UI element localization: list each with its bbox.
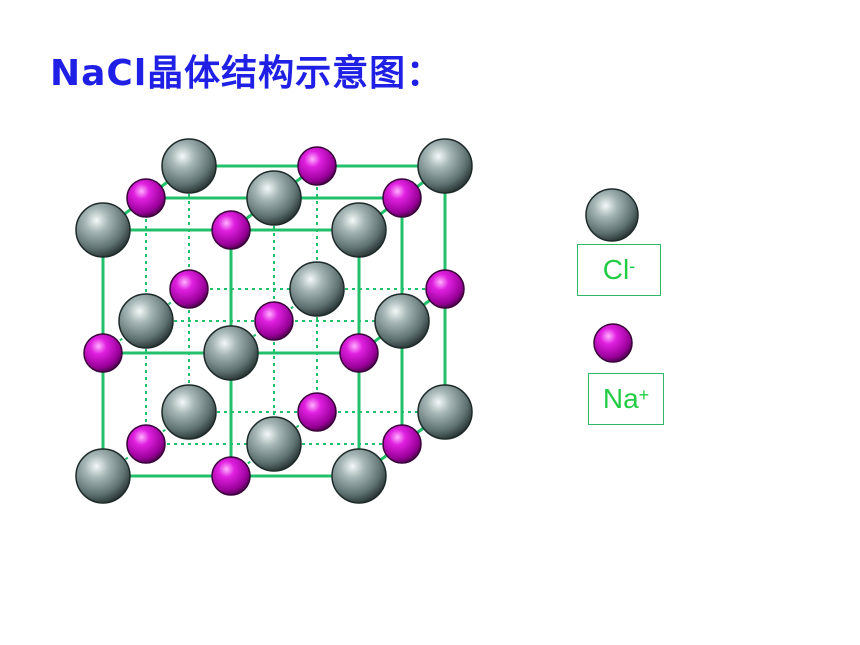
chloride-ion xyxy=(417,138,473,194)
sodium-ion xyxy=(382,424,422,464)
legend-chloride-symbol: Cl xyxy=(602,254,630,285)
sodium-ion xyxy=(126,178,166,218)
sodium-ion xyxy=(339,333,379,373)
page-title: NaCl晶体结构示意图： xyxy=(50,53,444,94)
sodium-ion xyxy=(211,210,251,250)
sodium-ion xyxy=(382,178,422,218)
chloride-ion xyxy=(289,261,345,317)
legend-sodium-symbol: Na xyxy=(602,383,639,414)
sodium-ion xyxy=(425,269,465,309)
chloride-ion xyxy=(374,293,430,349)
chloride-ion xyxy=(203,325,259,381)
chloride-ion xyxy=(75,202,131,258)
sodium-ion xyxy=(254,301,294,341)
chloride-ion xyxy=(246,170,302,226)
legend-sodium-label: Na+ xyxy=(588,373,664,425)
chloride-ion xyxy=(75,448,131,504)
legend-sodium-charge: + xyxy=(638,384,650,405)
sodium-ion xyxy=(297,392,337,432)
legend-chloride-charge: - xyxy=(629,255,636,276)
sodium-ion xyxy=(211,456,251,496)
sodium-ion xyxy=(126,424,166,464)
sodium-ion xyxy=(169,269,209,309)
legend-chloride-label: Cl- xyxy=(577,244,661,296)
chloride-ion xyxy=(331,448,387,504)
chloride-ion xyxy=(118,293,174,349)
chloride-ion xyxy=(331,202,387,258)
chloride-ion xyxy=(161,384,217,440)
legend-sodium-ion xyxy=(593,323,633,363)
chloride-ion xyxy=(417,384,473,440)
sodium-ion xyxy=(297,146,337,186)
lattice-ions xyxy=(75,138,473,504)
chloride-ion xyxy=(246,416,302,472)
legend-chloride-ion xyxy=(585,188,639,242)
sodium-ion xyxy=(83,333,123,373)
chloride-ion xyxy=(161,138,217,194)
